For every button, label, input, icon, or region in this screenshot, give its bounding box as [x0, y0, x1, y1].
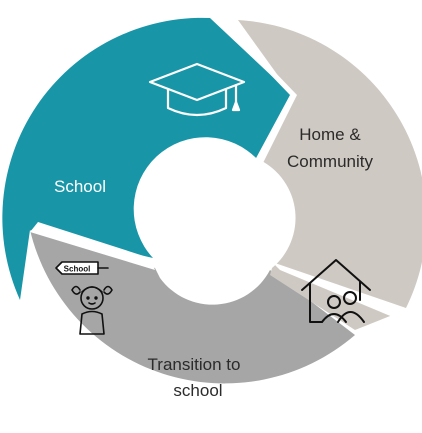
label-school: School [54, 177, 106, 196]
family-home-icon [301, 259, 371, 323]
school-sign-text: School [64, 265, 91, 274]
label-transition-line2: school [173, 381, 222, 400]
segment-transition [30, 230, 355, 384]
gap-left [30, 222, 155, 270]
gap-top [208, 10, 297, 165]
segment-school [2, 17, 292, 301]
label-home-line1: Home & [299, 125, 361, 144]
child-with-school-sign-icon [55, 261, 113, 335]
gap-right [272, 262, 412, 320]
segment-home [238, 20, 422, 330]
label-transition-line1: Transition to [148, 355, 241, 374]
center-hole [144, 149, 272, 277]
label-home-line2: Community [287, 152, 373, 171]
graduation-cap-icon [148, 62, 246, 117]
